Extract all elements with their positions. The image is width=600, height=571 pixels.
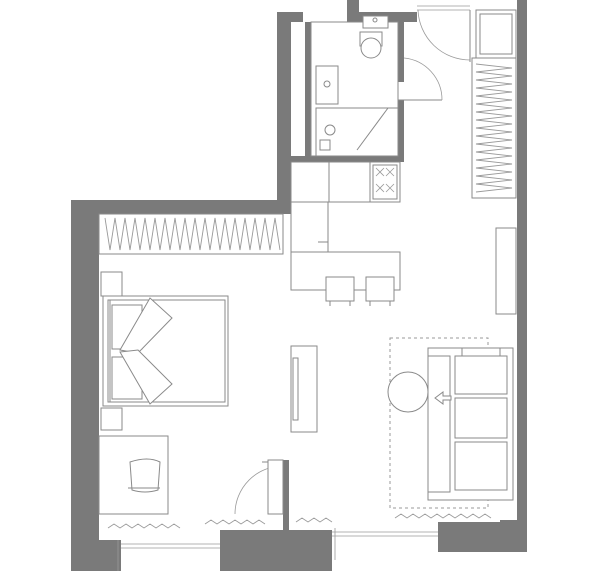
walls — [71, 0, 527, 571]
radiators — [107, 513, 492, 529]
living-room — [290, 227, 517, 509]
arrow-left-icon — [434, 391, 452, 405]
bedroom — [98, 213, 284, 515]
hallway — [417, 9, 517, 199]
kitchen — [290, 161, 401, 306]
bathroom — [310, 15, 443, 157]
windows — [117, 5, 470, 571]
